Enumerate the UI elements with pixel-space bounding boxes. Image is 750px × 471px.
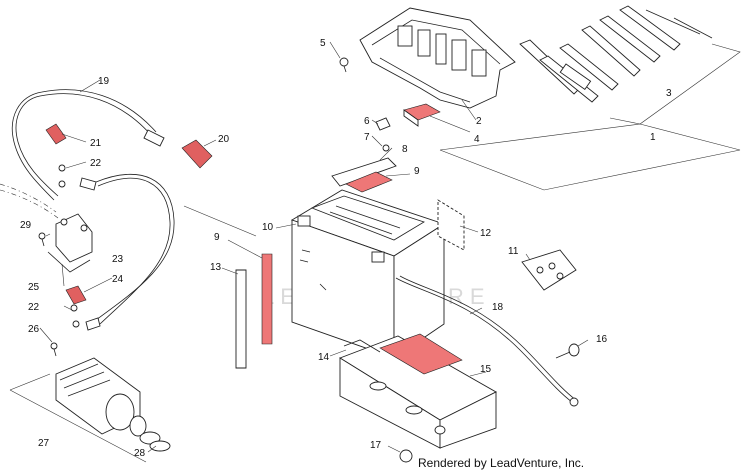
callout-23: 23	[112, 254, 124, 265]
kit-bracket-3	[609, 43, 741, 125]
callout-22-top: 22	[90, 158, 102, 169]
callout-11: 11	[508, 246, 519, 257]
o-ring	[149, 440, 171, 452]
kit-bracket-1	[439, 123, 741, 191]
boot-cap	[181, 139, 213, 169]
side-strap	[235, 269, 247, 369]
solenoid-screw	[38, 232, 46, 247]
callout-6: 6	[364, 116, 370, 127]
callout-18: 18	[492, 302, 504, 313]
ground-wire-dashed	[0, 183, 59, 219]
tray-nut	[399, 449, 413, 463]
tray-pad	[379, 333, 463, 375]
side-pad	[261, 253, 273, 345]
tool-tray	[359, 7, 516, 109]
callout-24: 24	[112, 274, 124, 285]
starter-cable	[79, 174, 175, 331]
tool-set	[519, 5, 713, 103]
callout-29: 29	[20, 220, 32, 231]
callout-27: 27	[38, 438, 50, 449]
battery-tray	[338, 335, 497, 449]
callout-16: 16	[596, 334, 608, 345]
callout-2: 2	[476, 116, 482, 127]
starter-bracket	[9, 373, 147, 463]
terminal-cap	[45, 123, 67, 145]
callout-13: 13	[210, 262, 222, 273]
terminal-hardware	[521, 249, 577, 291]
callout-22-bottom: 22	[28, 302, 40, 313]
negative-cable	[395, 275, 579, 407]
positive-cable	[11, 89, 165, 201]
battery-label	[437, 199, 465, 251]
callout-7: 7	[364, 132, 370, 143]
tray-bolt	[555, 343, 580, 359]
callout-9-side: 9	[214, 232, 220, 243]
callout-5: 5	[320, 38, 326, 49]
callout-25: 25	[28, 282, 40, 293]
callout-17: 17	[370, 440, 382, 451]
callout-14: 14	[318, 352, 330, 363]
callout-8: 8	[402, 144, 408, 155]
callout-9-pad: 9	[414, 166, 420, 177]
battery	[290, 189, 446, 359]
battery-strap	[331, 157, 397, 187]
callout-19: 19	[98, 76, 110, 87]
callout-10: 10	[262, 222, 274, 233]
callout-1: 1	[650, 132, 656, 143]
callout-4: 4	[474, 134, 480, 145]
starter-solenoid	[47, 213, 93, 273]
terminal-nuts	[58, 164, 80, 328]
callout-12: 12	[480, 228, 492, 239]
tool-bag-pad	[403, 103, 441, 127]
wing-nut	[375, 117, 391, 152]
callout-20: 20	[218, 134, 230, 145]
callout-3: 3	[666, 88, 672, 99]
callout-28: 28	[134, 448, 146, 459]
callout-26: 26	[28, 324, 40, 335]
tray-screw	[339, 57, 349, 73]
battery-pad-top	[345, 171, 393, 193]
callout-21: 21	[90, 138, 102, 149]
callout-15: 15	[480, 364, 492, 375]
wire-boot	[65, 285, 87, 305]
leader-lines	[39, 41, 589, 453]
starter-motor	[55, 357, 161, 445]
starter-bolt	[50, 342, 58, 357]
footer-credit: Rendered by LeadVenture, Inc.	[418, 456, 584, 470]
